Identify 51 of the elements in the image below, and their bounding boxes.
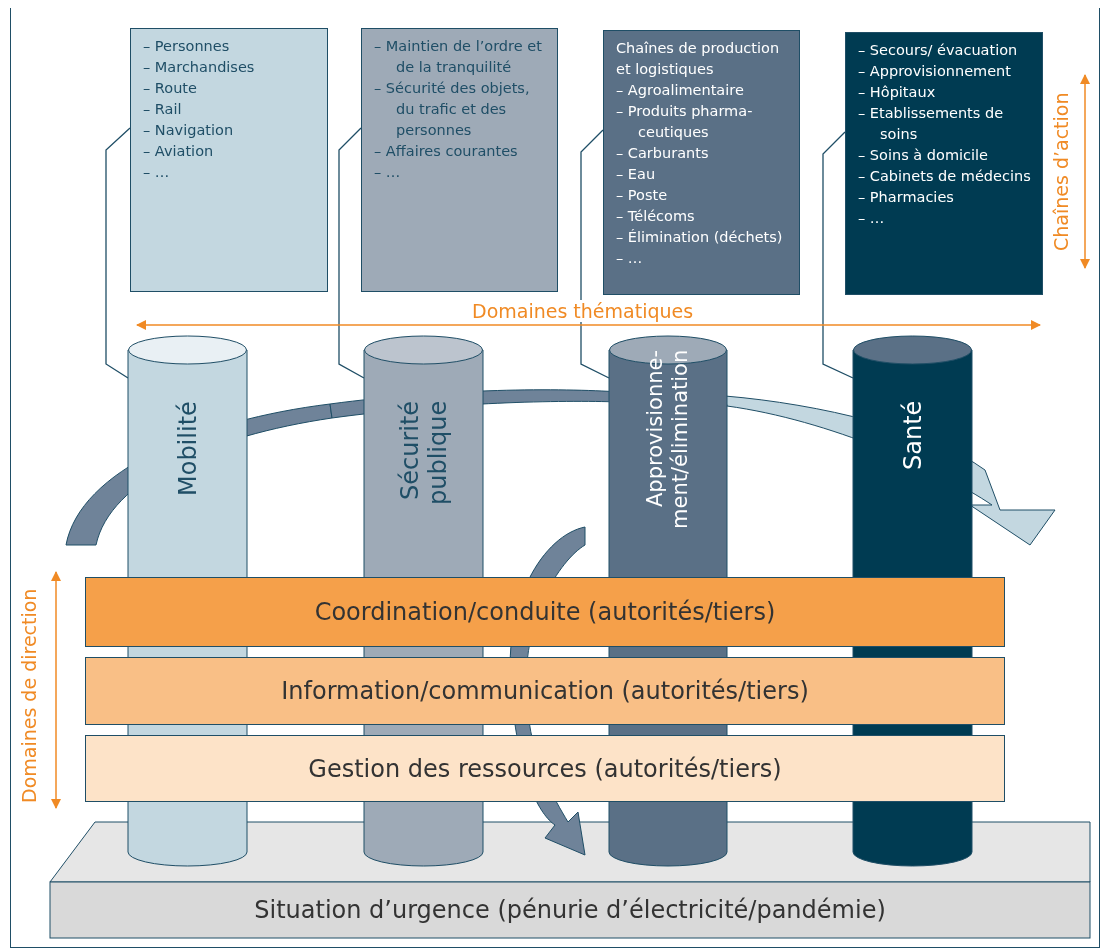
list-item: – Personnes <box>143 37 231 56</box>
leader-line <box>338 127 365 379</box>
box-heading: Chaînes de production et logistiques <box>616 39 781 79</box>
text-box <box>130 28 328 292</box>
platform-label: Situation d’urgence (pénurie d’électricité/pandémie) <box>253 895 887 926</box>
leader-line <box>105 127 131 379</box>
list-item: – Route <box>143 79 198 98</box>
layer-band <box>85 657 1005 725</box>
layer-band <box>85 577 1005 647</box>
band-label: Gestion des ressources (autorités/tiers) <box>308 754 782 783</box>
list-item: – Élimination (déchets) <box>616 228 784 247</box>
list-item: – Hôpitaux <box>858 83 937 102</box>
list-item: – Etablissements de soins <box>858 104 1005 144</box>
list-item: – … <box>374 163 402 182</box>
list-item: – Pharmacies <box>858 188 955 207</box>
list-item: – Agroalimentaire <box>616 81 745 100</box>
cylinder-label: Approvisionne- ment/élimination <box>643 350 693 532</box>
list-item: – Cabinets de médecins <box>858 167 1032 186</box>
list-item: – Carburants <box>616 144 710 163</box>
band-label: Information/communication (autorités/tiers) <box>281 677 809 705</box>
axis-label: Chaînes d’action <box>1049 91 1073 253</box>
list-item: – Maintien de l’ordre et de la tranquilité <box>374 37 543 77</box>
text-box <box>361 28 558 292</box>
text-box <box>845 32 1043 295</box>
list-item: – Eau <box>616 165 657 184</box>
list-item: – Produits pharma- ceutiques <box>616 102 754 142</box>
cylinder-label: Mobilité <box>173 401 202 498</box>
list-item: – Marchandises <box>143 58 256 77</box>
band-label: Coordination/conduite (autorités/tiers) <box>314 598 776 626</box>
list-item: – Secours/ évacuation <box>858 41 1019 60</box>
cylinder-label: Sécurité publique <box>395 401 452 508</box>
list-item: – Rail <box>143 100 183 119</box>
text-box <box>603 30 800 295</box>
list-item: – Poste <box>616 186 669 205</box>
list-item: – Affaires courantes <box>374 142 519 161</box>
axis-label: Domaines thématiques <box>470 300 696 322</box>
axis-label: Domaines de direction <box>17 587 41 806</box>
list-item: – Sécurité des objets, du trafic et des personnes <box>374 79 531 140</box>
layer-band <box>85 735 1005 802</box>
cylinder-label: Santé <box>898 401 927 473</box>
list-item: – Télécoms <box>616 207 696 226</box>
platform-slab <box>50 822 1090 938</box>
list-item: – Navigation <box>143 121 235 140</box>
list-item: – Approvisionnement <box>858 62 1012 81</box>
leader-line <box>822 131 854 379</box>
list-item: – Aviation <box>143 142 215 161</box>
list-item: – … <box>858 209 886 228</box>
list-item: – … <box>143 163 171 182</box>
list-item: – … <box>616 249 644 268</box>
leader-line <box>580 129 610 379</box>
list-item: – Soins à domicile <box>858 146 989 165</box>
